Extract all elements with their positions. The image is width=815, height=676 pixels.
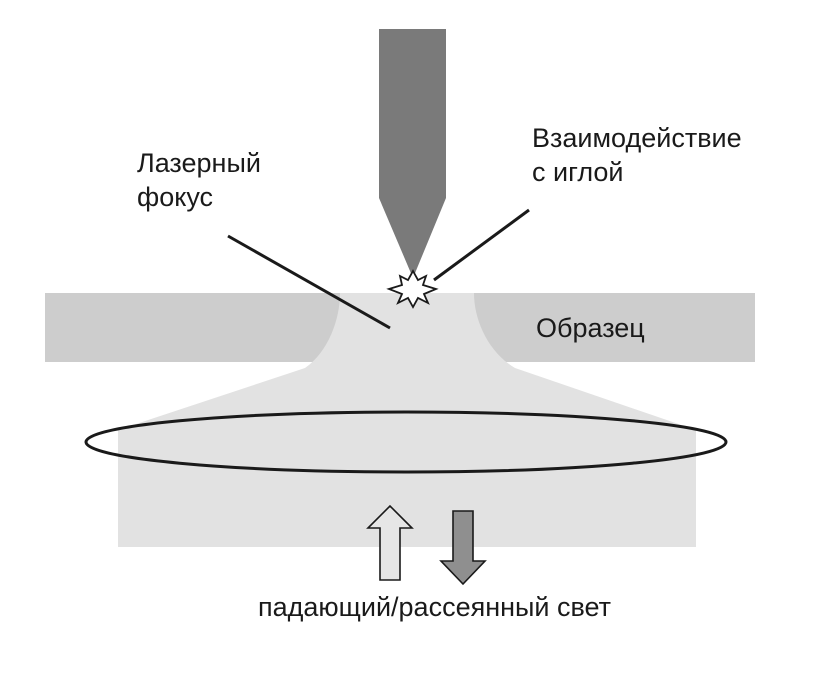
leader-line-laser-focus xyxy=(227,234,391,330)
sample-label: Образец xyxy=(536,313,645,343)
laser-focus-label: Лазерный фокус xyxy=(137,146,261,214)
incident-light-arrow-icon xyxy=(366,504,414,581)
lens-ellipse xyxy=(84,410,728,474)
leader-line-tip-interaction xyxy=(433,208,530,282)
laser-focus-label-line-2: фокус xyxy=(137,182,214,212)
laser-beam-cone xyxy=(118,293,696,443)
tip-interaction-label-line-1: Взаимодействие xyxy=(532,123,742,153)
tip-interaction-label: Взаимодействие с иглой xyxy=(532,121,742,189)
light-label: падающий/рассеянный свет xyxy=(258,592,612,622)
spark-icon xyxy=(386,269,439,309)
probe-tip xyxy=(379,29,446,278)
laser-focus-label-line-1: Лазерный xyxy=(137,148,261,178)
scattered-light-arrow-icon xyxy=(439,510,487,586)
objective-body xyxy=(118,443,696,547)
tip-interaction-label-line-2: с иглой xyxy=(532,157,624,187)
